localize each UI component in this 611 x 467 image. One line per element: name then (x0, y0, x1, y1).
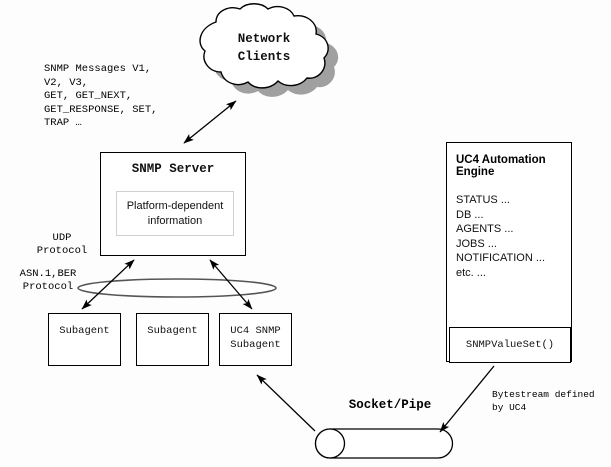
snmp-messages-label: SNMP Messages V1, V2, V3, GET, GET_NEXT,… (44, 63, 158, 130)
snmp-server-box[interactable]: SNMP Server Platform-dependent informati… (100, 152, 246, 256)
uc4-automation-engine-box[interactable]: UC4 Automation Engine STATUS ... DB ... … (446, 142, 572, 363)
connector-valueset-to-socket (439, 365, 495, 433)
cloud-shape (199, 3, 329, 89)
connector-server-right-to-subagent3 (209, 259, 253, 310)
snmp-server-title: SNMP Server (131, 162, 215, 176)
cloud-label: Network Clients (237, 32, 291, 64)
bytestream-label: Bytestream defined by UC4 (492, 389, 595, 413)
subagent-box-2[interactable]: Subagent (136, 313, 209, 366)
bus-ellipse-shape (77, 278, 277, 298)
snmp-valueset-box[interactable]: SNMPValueSet() (449, 327, 571, 363)
connector-socket-to-subagent3 (256, 374, 316, 432)
connector-cloud-to-server (183, 100, 237, 144)
uc4-engine-item-list: STATUS ... DB ... AGENTS ... JOBS ... NO… (456, 194, 546, 279)
uc4-engine-title: UC4 Automation Engine (456, 154, 546, 178)
subagent-box-1[interactable]: Subagent (48, 313, 121, 366)
asn-ber-protocol-label: ASN.1,BER Protocol (19, 268, 77, 294)
platform-dependent-info-box: Platform-dependent information (116, 191, 234, 236)
socket-pipe-label: Socket/Pipe (348, 398, 432, 412)
uc4-snmp-subagent-box[interactable]: UC4 SNMP Subagent (219, 313, 292, 366)
connector-server-left-to-subagent1 (81, 259, 135, 310)
socket-pipe-shape (314, 428, 454, 459)
udp-protocol-label: UDP Protocol (36, 232, 88, 258)
